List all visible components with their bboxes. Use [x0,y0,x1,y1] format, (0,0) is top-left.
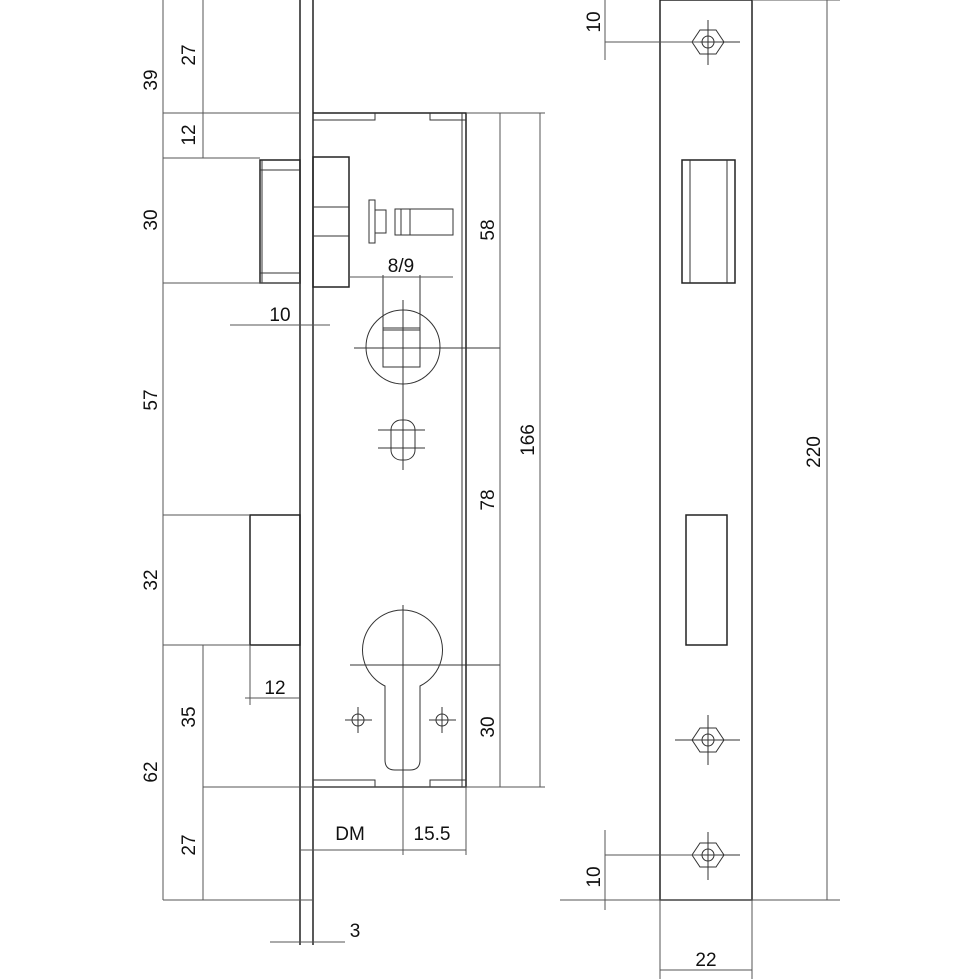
strike-dim-height: 220 [804,436,825,468]
dim-57: 57 [141,389,162,410]
dim-15-5: 15.5 [414,824,451,845]
dim-27-top: 27 [179,44,200,65]
dim-30-cyl: 30 [478,716,499,737]
dimension-lines-left [162,0,545,943]
dim-12-top: 12 [179,124,200,145]
dim-27-bottom: 27 [179,834,200,855]
faceplate [299,0,314,945]
deadbolt [249,514,301,646]
dim-39: 39 [141,69,162,90]
latch-spring [368,199,454,244]
dim-62: 62 [141,761,162,782]
screw-holes [675,20,740,880]
dim-latch-throw: 10 [269,305,290,326]
strike-dim-width: 22 [695,950,716,971]
dim-35: 35 [179,706,200,727]
dim-spindle: 8/9 [388,256,414,277]
dim-32: 32 [141,569,162,590]
dim-166: 166 [518,424,539,456]
strike-dim-top: 10 [584,11,605,32]
dim-58: 58 [478,219,499,240]
cylinder-cutout [345,605,500,850]
dim-30-latch: 30 [141,209,162,230]
dim-backset: DM [335,824,365,845]
lock-case [313,112,467,788]
dimension-lines-right [560,0,840,979]
dim-bolt-throw: 12 [264,678,285,699]
strike-dim-bottom: 10 [584,866,605,887]
spindle-hub [350,275,500,470]
latch-bolt [259,156,350,288]
dim-78: 78 [478,489,499,510]
strike-plate [659,0,753,901]
dim-faceplate: 3 [350,921,361,942]
